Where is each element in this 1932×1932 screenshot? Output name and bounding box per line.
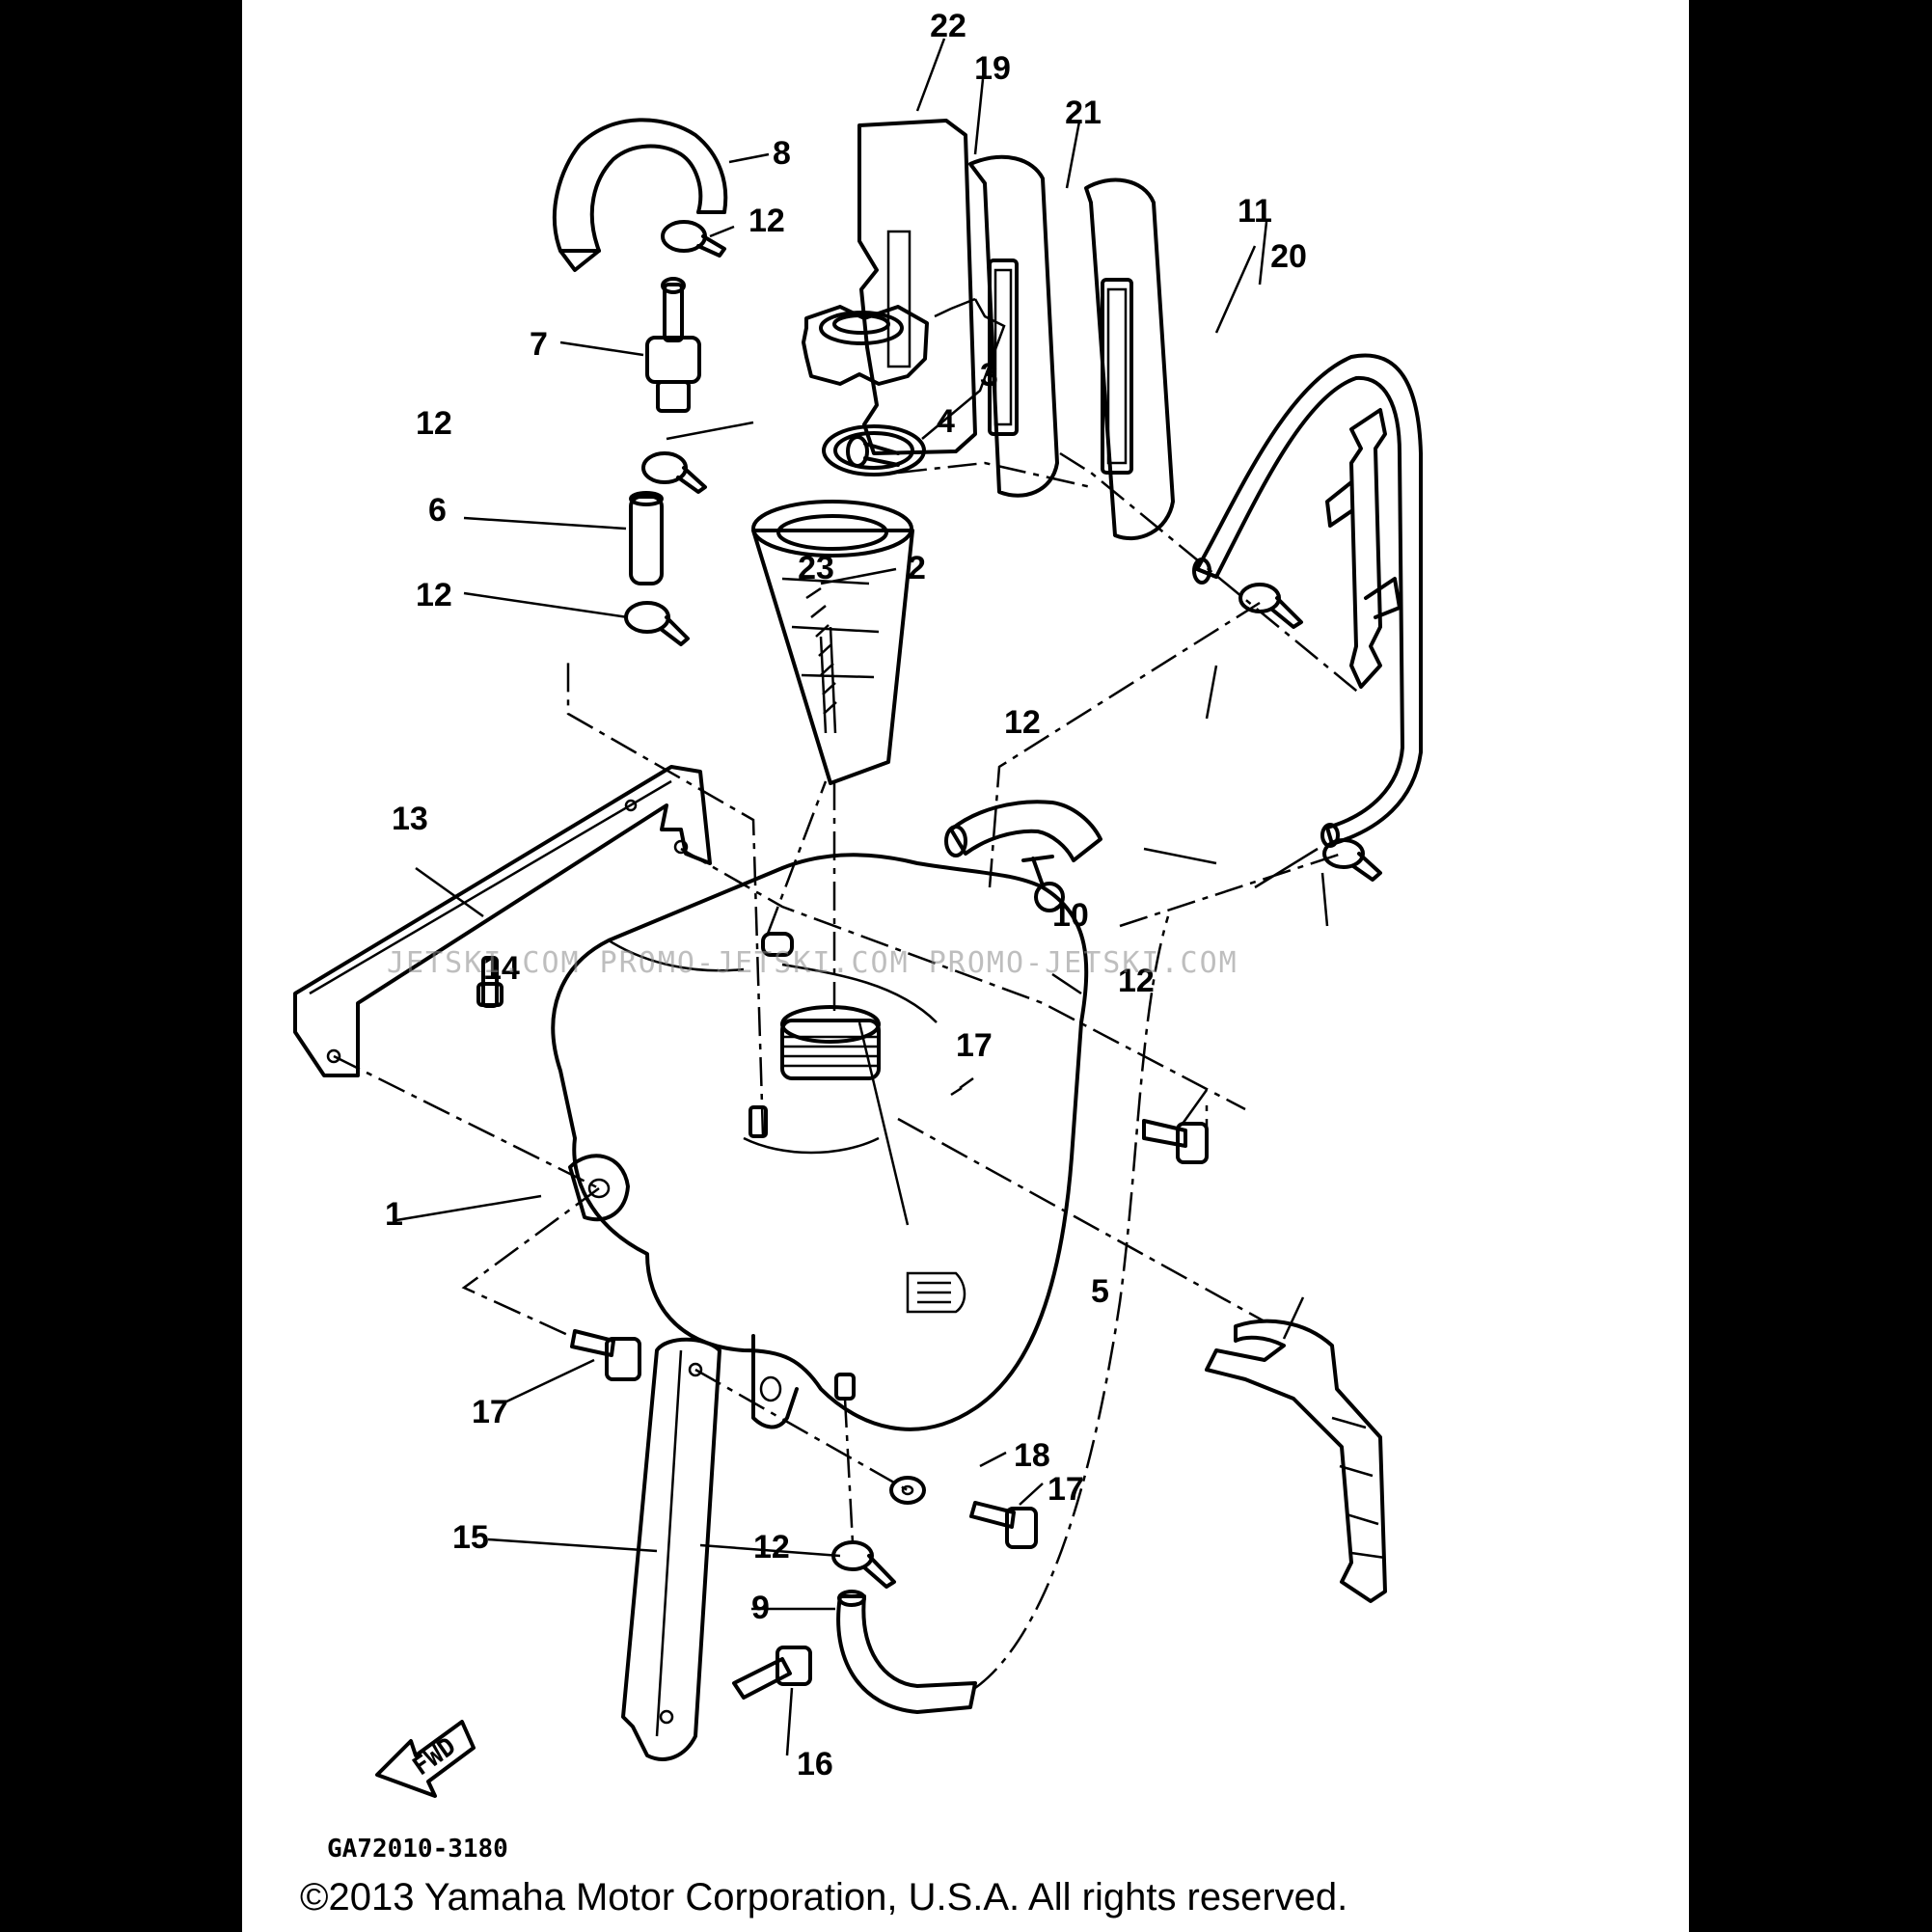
hose-clamp-b: [641, 451, 707, 494]
diagram-sheet: 22 19 21 8 12 11 20 7 3 4 12 6 23 2 12 1…: [242, 0, 1689, 1932]
callout-21: 21: [1065, 95, 1102, 131]
callout-14: 14: [483, 950, 520, 987]
bracket-5: [1205, 1319, 1387, 1603]
leader-lines: [395, 38, 1329, 1756]
fwd-label: FWD: [408, 1732, 462, 1782]
callout-3: 3: [980, 357, 998, 394]
cover-plate-22: [857, 119, 977, 455]
fuel-tank-exploded-diagram: 22 19 21 8 12 11 20 7 3 4 12 6 23 2 12 1…: [293, 8, 1423, 1918]
callout-12d: 12: [1004, 704, 1041, 741]
callout-7: 7: [530, 326, 548, 363]
screw-23: [846, 435, 900, 468]
callout-23: 23: [798, 550, 834, 586]
washer-18: [889, 1476, 926, 1505]
callout-4: 4: [937, 403, 955, 440]
hose-clamp-a: [661, 220, 726, 258]
callout-9: 9: [751, 1590, 770, 1626]
callout-16: 16: [797, 1746, 833, 1782]
bolt-17-a: [1142, 1119, 1209, 1164]
callout-11: 11: [1238, 193, 1272, 230]
hose-9-upper: [944, 800, 1102, 862]
fwd-arrow-icon: [375, 1720, 476, 1798]
callout-13: 13: [392, 801, 428, 837]
hose-clamp-c: [624, 601, 690, 646]
callout-17: 17: [956, 1027, 993, 1064]
callout-17b: 17: [472, 1394, 508, 1430]
drain-plug-16: [732, 1646, 812, 1700]
bolt-14: [476, 956, 503, 1008]
upper-bracket-13: [293, 765, 712, 1077]
vent-hose-8: [552, 118, 728, 272]
short-hose-6: [629, 491, 664, 585]
callout-5: 5: [1091, 1273, 1109, 1310]
filler-hose: [751, 500, 914, 785]
figure-code: GA72010-3180: [327, 1835, 508, 1864]
strap-15: [621, 1337, 721, 1761]
callout-6: 6: [428, 492, 447, 529]
callout-12c: 12: [416, 577, 452, 613]
callout-22: 22: [930, 8, 966, 44]
lower-hose-9: [836, 1590, 977, 1714]
callout-19: 19: [974, 50, 1011, 87]
callout-12: 12: [748, 203, 785, 239]
fitting-10: [1021, 855, 1065, 912]
callout-18: 18: [1014, 1437, 1050, 1474]
callout-12e: 12: [1118, 963, 1155, 999]
callout-12b: 12: [416, 405, 452, 442]
callout-20: 20: [1270, 238, 1307, 275]
fuel-cap: [802, 305, 929, 386]
callout-17c: 17: [1048, 1471, 1084, 1508]
callout-8: 8: [773, 135, 791, 172]
plate-21: [1084, 177, 1175, 541]
gasket-19: [968, 154, 1059, 498]
callout-15: 15: [452, 1519, 489, 1556]
callout-12f: 12: [753, 1529, 790, 1565]
callout-10: 10: [1052, 897, 1089, 934]
bolt-17-c: [969, 1501, 1038, 1549]
bolt-17-b: [570, 1329, 641, 1381]
vent-valve: [645, 277, 701, 413]
hose-clamp-f: [831, 1540, 896, 1589]
assembly-lines: [333, 451, 1362, 1690]
callout-1: 1: [385, 1196, 403, 1233]
long-hose-11: [1192, 353, 1423, 848]
copyright-notice: ©2013 Yamaha Motor Corporation, U.S.A. A…: [300, 1876, 1347, 1918]
callout-labels: 22 19 21 8 12 11 20 7 3 4 12 6 23 2 12 1…: [385, 8, 1307, 1782]
watermark: JETSKI.COM PROMO-JETSKI.COM PROMO-JETSKI…: [387, 946, 1238, 980]
callout-2: 2: [908, 550, 926, 586]
fuel-tank: [551, 853, 1089, 1431]
bracket-20: [1325, 408, 1401, 689]
